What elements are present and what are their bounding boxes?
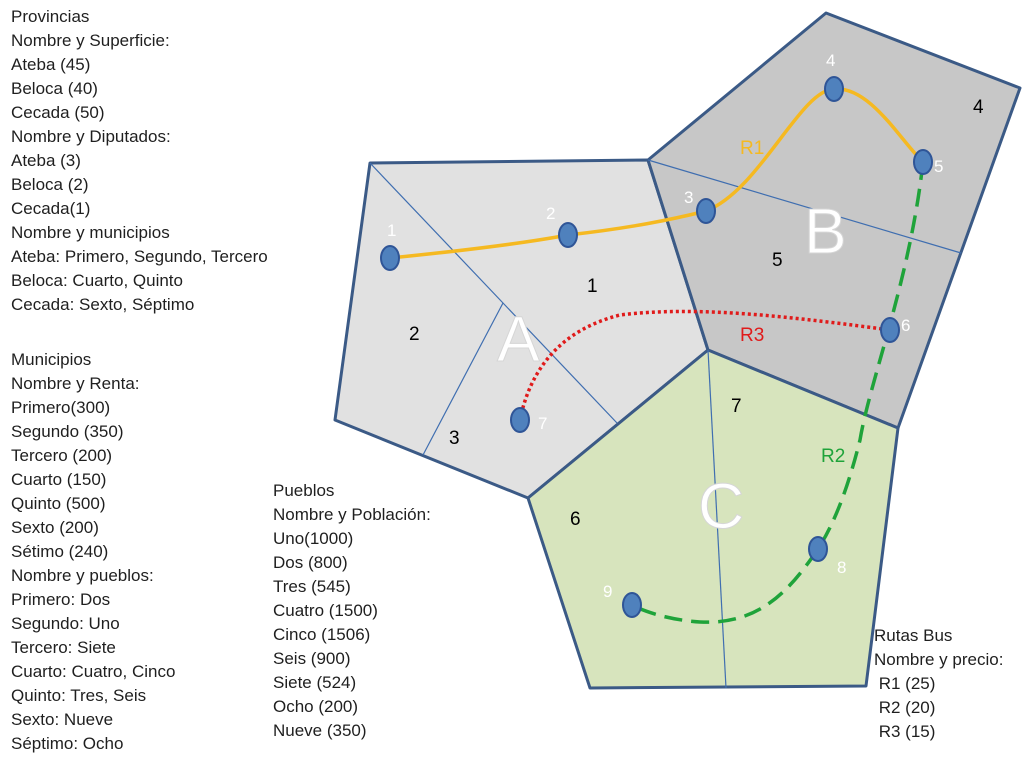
municipios-info-line: Sexto (200) (11, 518, 99, 537)
municipios-info-line: Sexto: Nueve (11, 710, 114, 729)
provincias-info-line: Nombre y Superficie: (11, 31, 170, 50)
town-5-marker (913, 149, 933, 175)
municipios-info-line: Sétimo (240) (11, 542, 109, 561)
town-9-label: 9 (603, 582, 612, 601)
boundary-line (369, 162, 618, 424)
boundary-line (707, 349, 727, 689)
town-8-marker (808, 536, 828, 562)
municipios-info-line: Quinto: Tres, Seis (11, 686, 147, 705)
town-6-label: 6 (901, 316, 910, 335)
pueblos-info-line: Uno(1000) (273, 529, 354, 548)
town-5-label: 5 (934, 157, 943, 176)
pueblos-info-line: Pueblos (273, 481, 335, 500)
municipality-1-label: 1 (587, 276, 598, 297)
provincias-info-line: Nombre y municipios (11, 223, 170, 242)
municipios-info-line: Segundo: Uno (11, 614, 120, 633)
rutas-info-line: R1 (25) (874, 674, 936, 693)
provincias-info-line: Beloca: Cuarto, Quinto (11, 271, 183, 290)
municipality-3-label: 3 (449, 428, 460, 449)
provincias-info-line: Beloca (40) (11, 79, 98, 98)
municipios-info-line: Nombre y pueblos: (11, 566, 154, 585)
municipios-info-line: Nombre y Renta: (11, 374, 140, 393)
pueblos-info-line: Cuatro (1500) (273, 601, 378, 620)
municipality-6-label: 6 (570, 509, 581, 530)
provincias-info-line: Cecada (50) (11, 103, 105, 122)
town-4-label: 4 (826, 51, 835, 70)
municipios-info-line: Séptimo: Ocho (11, 734, 124, 753)
provincias-info-line: Nombre y Diputados: (11, 127, 171, 146)
town-1-marker (380, 245, 400, 271)
municipios-info-line: Tercero (200) (11, 446, 113, 465)
town-2-marker (558, 222, 578, 248)
municipality-7-label: 7 (731, 396, 742, 417)
town-9-marker (622, 592, 642, 618)
provincias-info-line: Ateba (3) (11, 151, 81, 170)
town-8-label: 8 (837, 558, 846, 577)
municipality-4-label: 4 (973, 97, 984, 118)
route-r3-label: R3 (740, 325, 764, 346)
provincias-info-line: Ateba (45) (11, 55, 91, 74)
towns (380, 76, 933, 618)
provincias-info-line: Provincias (11, 7, 90, 26)
route-r2-label: R2 (821, 446, 845, 467)
provincias-info-line: Beloca (2) (11, 175, 89, 194)
rutas-info-line: Rutas Bus (874, 626, 953, 645)
pueblos-info-line: Dos (800) (273, 553, 348, 572)
town-3-label: 3 (684, 188, 693, 207)
town-7-marker (510, 407, 530, 433)
municipios-info-line: Segundo (350) (11, 422, 124, 441)
boundary-line (422, 302, 504, 456)
province-c-label: C (698, 470, 744, 542)
town-6-marker (880, 317, 900, 343)
municipios-info-line: Cuarto: Cuatro, Cinco (11, 662, 176, 681)
provincias-info-line: Ateba: Primero, Segundo, Tercero (11, 247, 268, 266)
town-7-label: 7 (538, 414, 547, 433)
rutas-info-line: R3 (15) (874, 722, 936, 741)
provincias-info-line: Cecada(1) (11, 199, 91, 218)
pueblos-info-line: Nombre y Población: (273, 505, 431, 524)
municipios-info-line: Municipios (11, 350, 92, 369)
municipios-info-line: Quinto (500) (11, 494, 106, 513)
route-r3-line (518, 309, 891, 421)
pueblos-info-line: Ocho (200) (273, 697, 359, 716)
pueblos-info-line: Siete (524) (273, 673, 357, 692)
town-2-label: 2 (546, 204, 555, 223)
provincias-info-line: Cecada: Sexto, Séptimo (11, 295, 195, 314)
municipios-info-line: Cuarto (150) (11, 470, 107, 489)
pueblos-info-line: Tres (545) (273, 577, 351, 596)
rutas-info-line: Nombre y precio: (874, 650, 1004, 669)
municipality-boundaries (369, 159, 962, 689)
boundary-line (647, 159, 962, 254)
municipios-info-line: Primero: Dos (11, 590, 111, 609)
rutas-info-line: R2 (20) (874, 698, 936, 717)
town-3-marker (696, 198, 716, 224)
province-a-label: A (497, 303, 540, 375)
pueblos-info-line: Cinco (1506) (273, 625, 371, 644)
municipios-info-line: Tercero: Siete (11, 638, 116, 657)
municipios-info-line: Primero(300) (11, 398, 111, 417)
pueblos-info-line: Nueve (350) (273, 721, 367, 740)
route-r1-label: R1 (740, 138, 764, 159)
province-b-area (646, 11, 1022, 430)
municipality-5-label: 5 (772, 250, 783, 271)
province-b-label: B (804, 195, 847, 267)
town-1-label: 1 (387, 221, 396, 240)
town-4-marker (824, 76, 844, 102)
pueblos-info-line: Seis (900) (273, 649, 351, 668)
municipality-2-label: 2 (409, 324, 420, 345)
